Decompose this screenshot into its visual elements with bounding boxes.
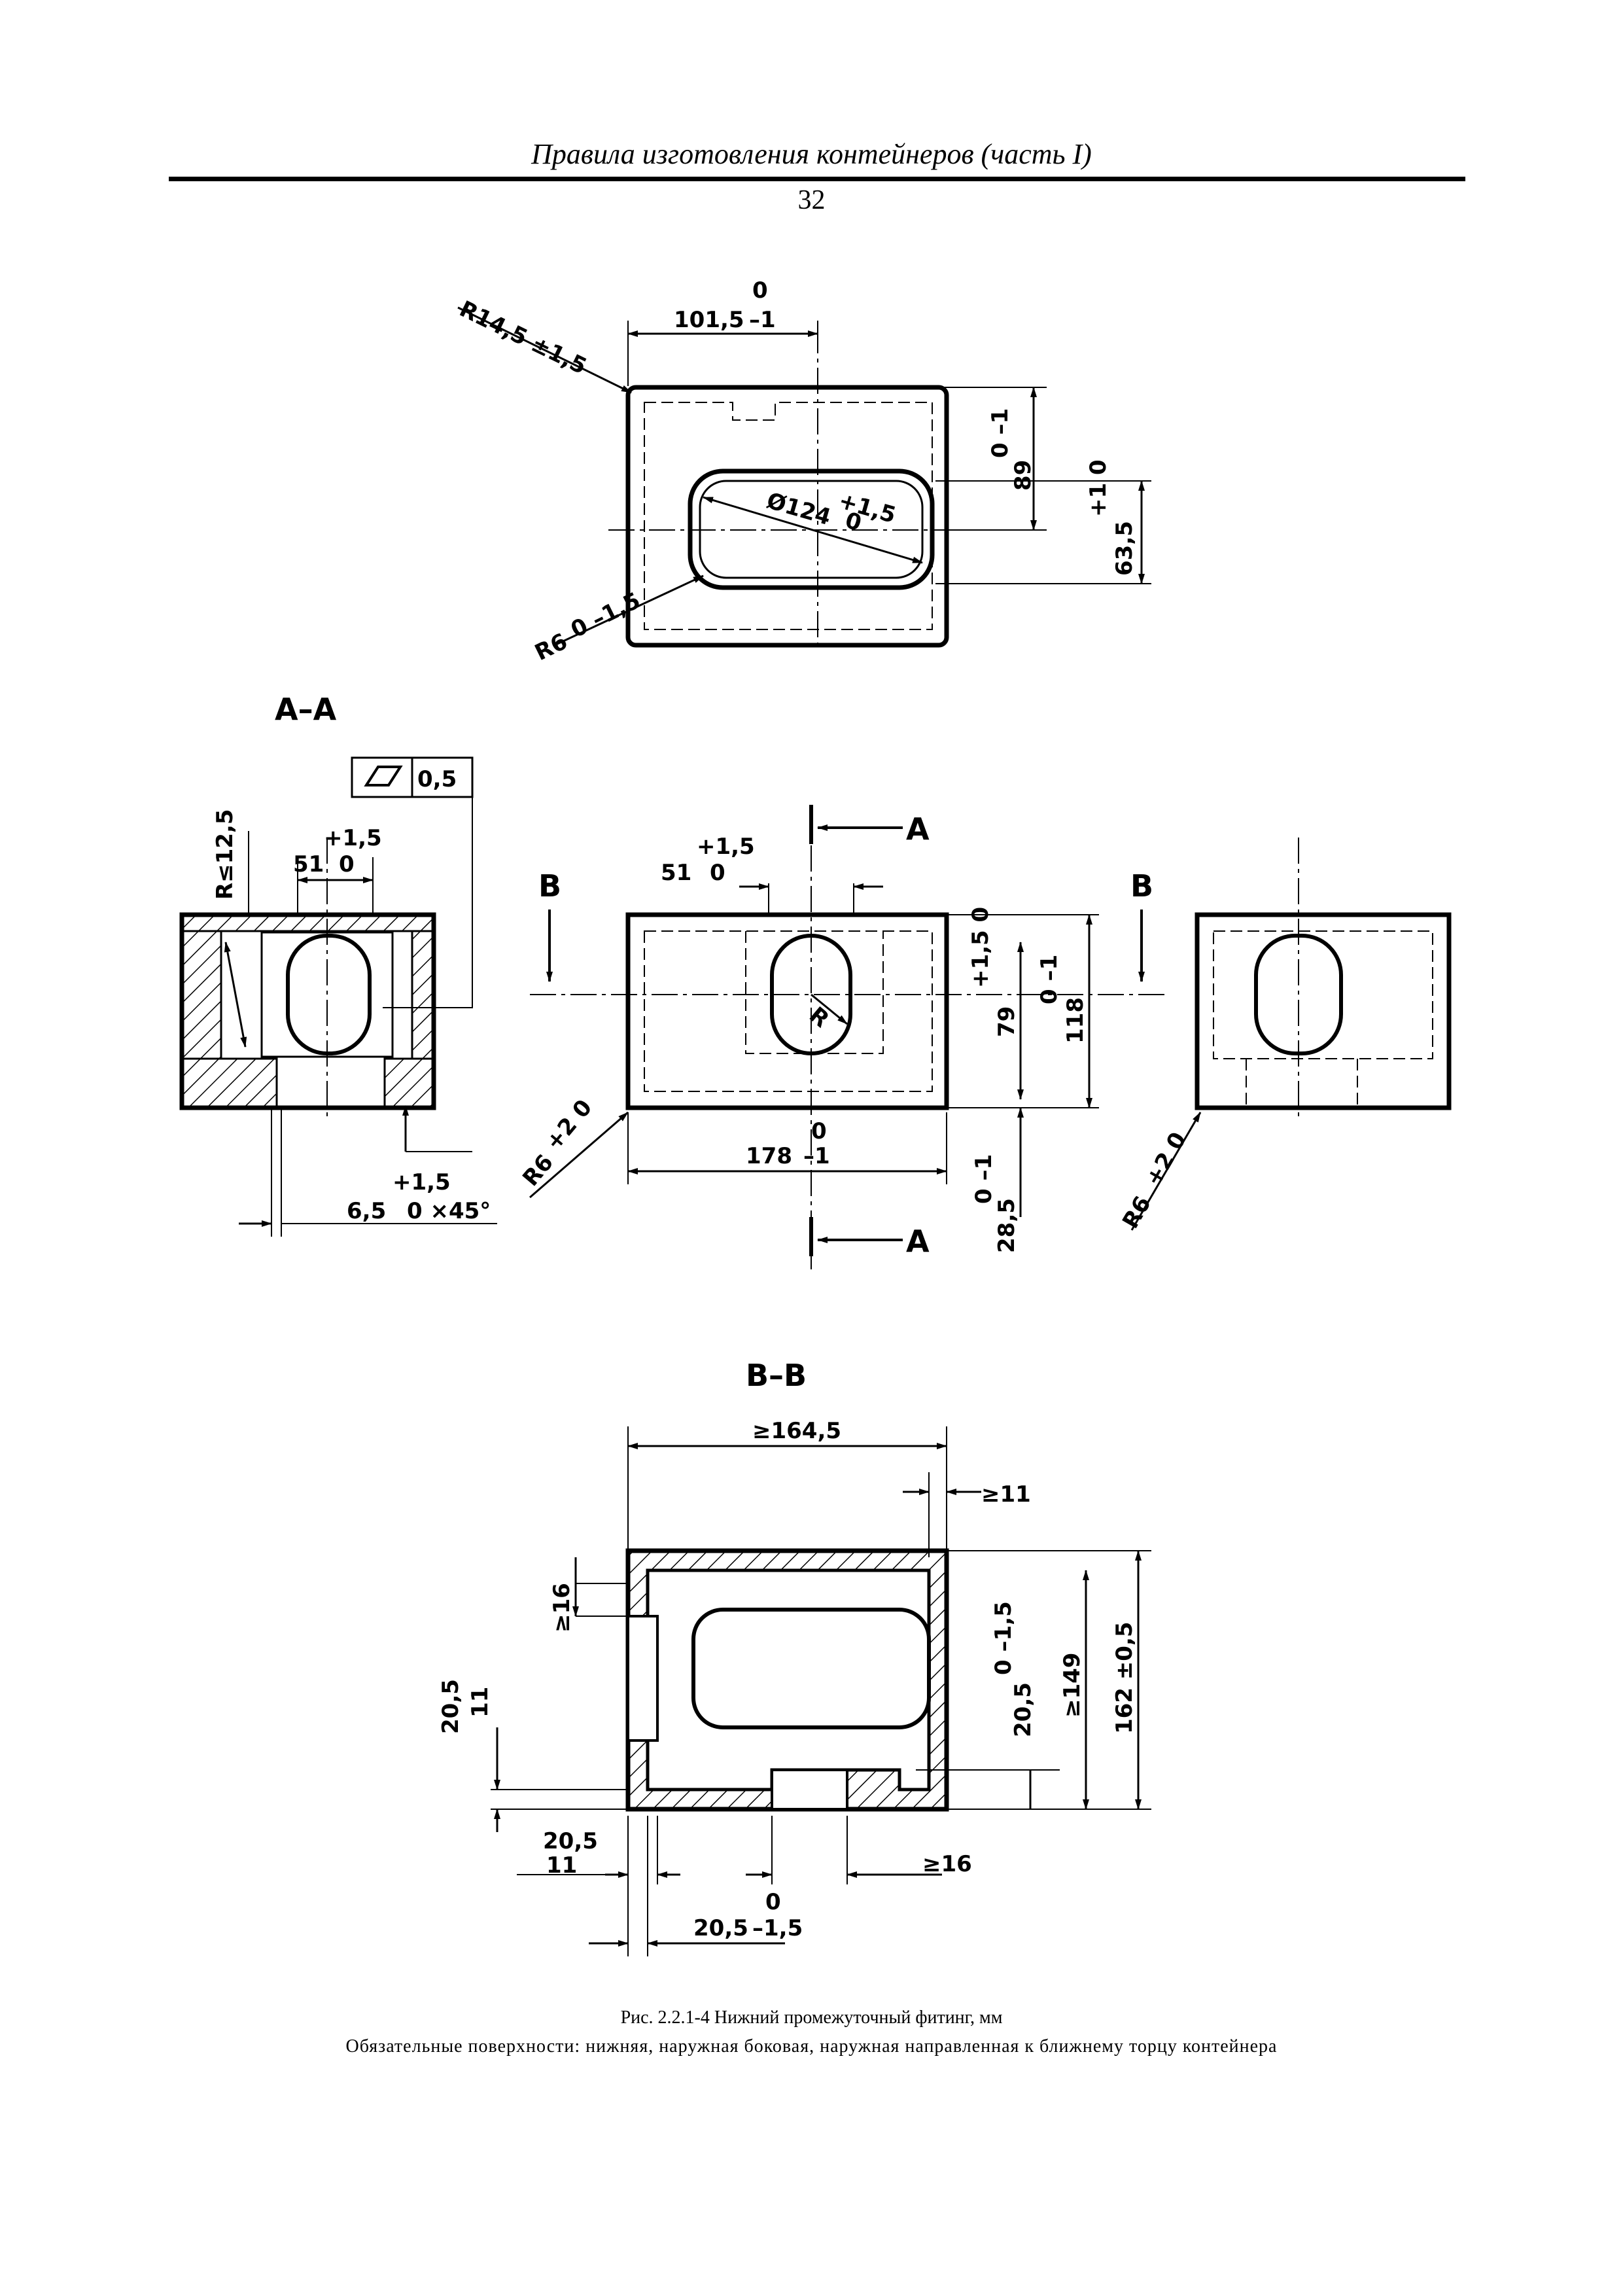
section-a-chamfer-tol-upper: +1,5 <box>393 1169 451 1195</box>
section-a-a-title: A–A <box>275 692 337 727</box>
top-height-dim: 89 <box>1010 460 1036 491</box>
cut-label-bottom: A <box>906 1224 930 1259</box>
top-width-dim: 101,5 <box>674 307 744 333</box>
page-number: 32 <box>797 185 826 215</box>
section-b-b: B–B ≥164,5 <box>438 1358 1151 1956</box>
flatness-frame <box>351 756 413 798</box>
side-view: R6 +2 0 <box>1117 838 1452 1233</box>
front-height-79: 79 <box>994 1006 1020 1037</box>
section-b-left-205: 20,5 <box>438 1679 464 1734</box>
top-width-tol-lower: –1 <box>749 307 776 333</box>
flatness-value: 0,5 <box>417 766 457 792</box>
top-offset-dim: 63,5 <box>1111 521 1138 576</box>
top-width-tol-upper: 0 <box>752 277 768 304</box>
top-view: R14,5 ±1,5 101,5 0 –1 89 0 –1 Ø124 +1,5 … <box>455 277 1151 666</box>
section-b-bottom-205: 20,5 <box>543 1828 598 1854</box>
front-width-51: 51 <box>661 860 691 886</box>
top-radius-small-tol: 0 –1,5 <box>567 588 644 643</box>
page-header-title: Правила изготовления контейнеров (часть … <box>531 138 1092 170</box>
section-a-a: A–A 0,5 R≤12,5 51 +1,5 0 6,5 +1,5 0 ×45° <box>179 692 497 1237</box>
side-radius-r6-tol: +2 0 <box>1140 1128 1191 1191</box>
front-offset-285-tol: 0 –1 <box>971 1154 997 1204</box>
section-a-width-tol-lower: 0 <box>339 851 355 877</box>
section-b-bottom-11: 11 <box>546 1852 577 1879</box>
section-a-oval <box>286 934 372 1055</box>
top-offset-tol: +1 0 <box>1085 459 1111 517</box>
front-width-51-tol-lower: 0 <box>710 860 725 886</box>
flatness-symbol-icon <box>364 766 403 786</box>
section-a-radius: R≤12,5 <box>212 809 238 900</box>
cut-label-top: A <box>906 811 930 847</box>
section-b-right-205-tol: 0 –1,5 <box>990 1601 1017 1675</box>
front-height-118-tol: 0 –1 <box>1036 955 1062 1004</box>
section-b-bottom-205-tol-upper: 0 <box>765 1889 781 1915</box>
side-label-left: B <box>538 868 561 904</box>
section-a-width-tol-upper: +1,5 <box>324 825 382 851</box>
front-height-118: 118 <box>1062 997 1089 1044</box>
section-b-wall-16: ≥16 <box>549 1583 575 1633</box>
front-length-178-tol-upper: 0 <box>811 1118 827 1144</box>
section-b-left-11: 11 <box>467 1687 493 1718</box>
top-view-hidden-lines <box>644 402 933 630</box>
header-rule <box>169 177 1465 181</box>
top-view-outline <box>625 385 949 648</box>
section-a-chamfer-tol-lower: 0 ×45° <box>407 1198 491 1224</box>
section-b-oval <box>691 1608 931 1729</box>
section-b-bottom-205-tol-lower: –1,5 <box>752 1915 803 1941</box>
section-b-width: ≥164,5 <box>752 1418 841 1444</box>
front-view-outline <box>625 912 949 1110</box>
section-b-wall-11: ≥11 <box>981 1481 1031 1508</box>
top-diameter: Ø124 <box>764 487 834 531</box>
front-width-51-tol-upper: +1,5 <box>697 834 755 860</box>
front-offset-285: 28,5 <box>994 1198 1020 1253</box>
top-radius-label: R14,5 ±1,5 <box>455 296 591 380</box>
side-label-right: B <box>1130 868 1153 904</box>
section-a-chamfer: 6,5 <box>347 1198 386 1224</box>
section-b-height-162: 162 ±0,5 <box>1111 1621 1138 1734</box>
figure-caption: Рис. 2.2.1-4 Нижний промежуточный фитинг… <box>620 2007 1003 2028</box>
figure-note: Обязательные поверхности: нижняя, наружн… <box>345 2036 1278 2057</box>
front-radius-r6: R6 <box>517 1150 559 1192</box>
front-view: A A B B 51 +1,5 0 R 79 +1,5 0 118 0 –1 1… <box>517 805 1164 1269</box>
front-height-79-tol: +1,5 0 <box>968 907 994 988</box>
section-b-height-149: ≥149 <box>1059 1653 1085 1718</box>
front-length-178-tol-lower: –1 <box>803 1143 830 1169</box>
top-radius-small: R6 <box>531 628 571 666</box>
side-view-outline <box>1195 912 1452 1110</box>
section-b-bottom-205-main: 20,5 <box>693 1915 748 1941</box>
section-b-right-205: 20,5 <box>1010 1682 1036 1737</box>
front-radius-label: R <box>804 1002 834 1033</box>
section-b-bottom-16: ≥16 <box>922 1851 972 1877</box>
top-height-tol: 0 –1 <box>987 408 1013 458</box>
section-a-width: 51 <box>293 851 324 877</box>
front-length-178: 178 <box>746 1143 792 1169</box>
section-b-b-title: B–B <box>746 1358 807 1393</box>
